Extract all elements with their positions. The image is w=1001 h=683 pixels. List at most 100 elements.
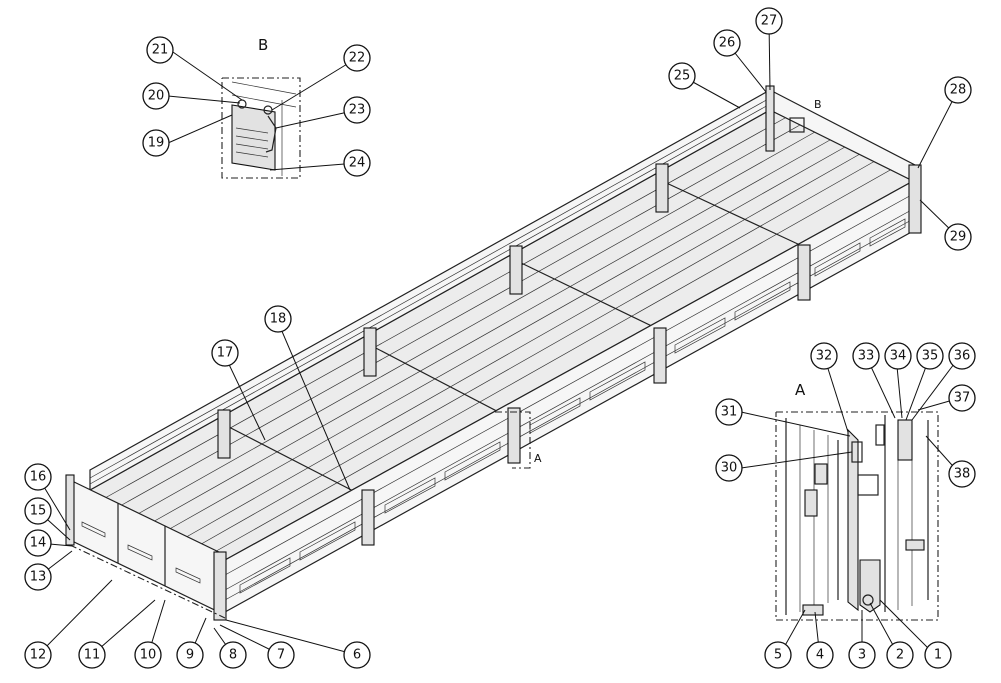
svg-text:31: 31 bbox=[721, 405, 738, 420]
svg-text:3: 3 bbox=[858, 648, 866, 663]
callout-5: 5 bbox=[764, 641, 792, 669]
svg-text:7: 7 bbox=[277, 648, 285, 663]
svg-text:25: 25 bbox=[674, 69, 691, 84]
platform-body: A B bbox=[65, 85, 922, 621]
callout-34: 34 bbox=[884, 342, 912, 370]
callout-26: 26 bbox=[713, 29, 741, 57]
callout-4: 4 bbox=[806, 641, 834, 669]
callout-28: 28 bbox=[944, 76, 972, 104]
svg-text:13: 13 bbox=[30, 570, 47, 585]
svg-text:19: 19 bbox=[148, 136, 165, 151]
detail-b-hook bbox=[265, 115, 277, 153]
callout-37: 37 bbox=[948, 384, 976, 412]
underside-dash-line bbox=[69, 544, 226, 619]
svg-text:28: 28 bbox=[950, 83, 967, 98]
svg-text:2: 2 bbox=[896, 648, 904, 663]
callout-38: 38 bbox=[948, 460, 976, 488]
svg-text:26: 26 bbox=[719, 36, 736, 51]
svg-text:16: 16 bbox=[30, 470, 47, 485]
svg-text:23: 23 bbox=[349, 103, 366, 118]
callout-32: 32 bbox=[810, 342, 838, 370]
callout-16: 16 bbox=[24, 463, 52, 491]
detail-a-stake bbox=[847, 428, 859, 612]
section-a-marker: A bbox=[534, 452, 542, 465]
rear-stake-posts bbox=[217, 163, 669, 459]
detail-b-plate bbox=[231, 104, 276, 171]
svg-text:20: 20 bbox=[148, 89, 165, 104]
callout-17: 17 bbox=[211, 339, 239, 367]
svg-text:17: 17 bbox=[217, 346, 234, 361]
svg-text:37: 37 bbox=[954, 391, 971, 406]
callout-10: 10 bbox=[134, 641, 162, 669]
svg-text:29: 29 bbox=[950, 230, 967, 245]
callout-24: 24 bbox=[343, 149, 371, 177]
svg-text:8: 8 bbox=[229, 648, 237, 663]
callout-23: 23 bbox=[343, 96, 371, 124]
detail-a-frame bbox=[775, 411, 939, 621]
callout-8: 8 bbox=[219, 641, 247, 669]
callout-9: 9 bbox=[176, 641, 204, 669]
detail-a-left-panel bbox=[785, 418, 839, 615]
callout-1: 1 bbox=[924, 641, 952, 669]
svg-text:22: 22 bbox=[349, 51, 366, 66]
side-board-slots bbox=[239, 218, 906, 594]
corner-post-left bbox=[65, 474, 75, 546]
svg-text:4: 4 bbox=[816, 648, 824, 663]
callout-3: 3 bbox=[848, 641, 876, 669]
corner-post-rear bbox=[765, 85, 775, 152]
svg-text:32: 32 bbox=[816, 349, 833, 364]
detail-a-pivot-pin bbox=[862, 594, 874, 606]
svg-text:14: 14 bbox=[30, 536, 47, 551]
svg-text:30: 30 bbox=[721, 461, 738, 476]
svg-text:1: 1 bbox=[934, 648, 942, 663]
detail-a-clip bbox=[875, 424, 885, 446]
svg-text:21: 21 bbox=[152, 43, 169, 58]
svg-text:27: 27 bbox=[761, 14, 778, 29]
callout-25: 25 bbox=[668, 62, 696, 90]
callout-13: 13 bbox=[24, 563, 52, 591]
svg-text:36: 36 bbox=[954, 349, 971, 364]
callout-18: 18 bbox=[264, 305, 292, 333]
front-stake-posts bbox=[361, 244, 811, 546]
corner-post-front bbox=[213, 551, 227, 621]
detail-a-hinge-brackets bbox=[802, 463, 828, 616]
callout-19: 19 bbox=[142, 129, 170, 157]
callout-21: 21 bbox=[146, 36, 174, 64]
callout-31: 31 bbox=[715, 398, 743, 426]
callout-11: 11 bbox=[78, 641, 106, 669]
corner-post-right bbox=[908, 164, 922, 234]
callout-35: 35 bbox=[916, 342, 944, 370]
callout-12: 12 bbox=[24, 641, 52, 669]
svg-text:6: 6 bbox=[353, 648, 361, 663]
callout-36: 36 bbox=[948, 342, 976, 370]
callout-29: 29 bbox=[944, 223, 972, 251]
svg-text:33: 33 bbox=[858, 349, 875, 364]
callout-27: 27 bbox=[755, 7, 783, 35]
callout-7: 7 bbox=[267, 641, 295, 669]
svg-text:12: 12 bbox=[30, 648, 47, 663]
overall-b-marker: B bbox=[814, 98, 822, 111]
svg-text:24: 24 bbox=[349, 156, 366, 171]
callout-group: 1 2 3 4 5 6 7 8 9 10 11 12 13 14 15 16 1… bbox=[24, 7, 976, 669]
detail-a-label: A bbox=[795, 381, 806, 399]
callout-30: 30 bbox=[715, 454, 743, 482]
callout-20: 20 bbox=[142, 82, 170, 110]
detail-b-frame bbox=[221, 77, 301, 179]
callout-6: 6 bbox=[343, 641, 371, 669]
svg-text:35: 35 bbox=[922, 349, 939, 364]
detail-a-latch-mid bbox=[857, 474, 879, 496]
detail-view-b: B bbox=[221, 36, 301, 179]
b-lock-bracket bbox=[789, 117, 805, 133]
svg-text:10: 10 bbox=[140, 648, 157, 663]
detail-view-a: A bbox=[775, 381, 939, 621]
callout-2: 2 bbox=[886, 641, 914, 669]
callout-14: 14 bbox=[24, 529, 52, 557]
callout-22: 22 bbox=[343, 44, 371, 72]
detail-a-lock-block bbox=[897, 419, 913, 461]
svg-text:5: 5 bbox=[774, 648, 782, 663]
section-a-frame bbox=[495, 411, 531, 469]
svg-text:11: 11 bbox=[84, 648, 101, 663]
callout-33: 33 bbox=[852, 342, 880, 370]
